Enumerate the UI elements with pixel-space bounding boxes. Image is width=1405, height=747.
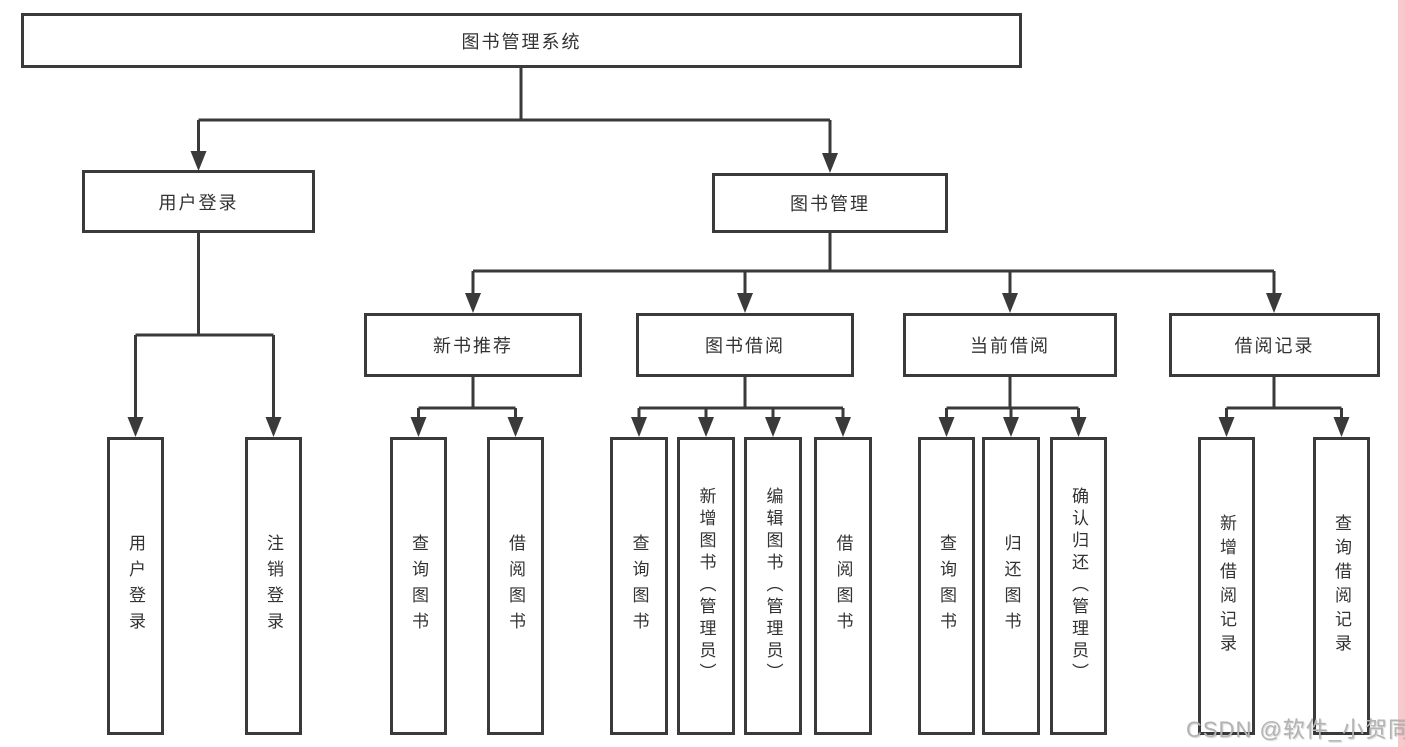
leaf-label: 编辑图书（管理员） <box>763 487 783 685</box>
arrow-down-icon <box>410 417 427 437</box>
arrow-down-icon <box>765 417 781 437</box>
arrow-down-icon <box>822 153 838 173</box>
leaf-label: 归还图书 <box>1001 534 1021 638</box>
leaf-query-book-2: 查询图书 <box>610 437 668 735</box>
arrow-down-icon <box>1002 293 1018 313</box>
leaf-label: 新增图书（管理员） <box>696 487 716 685</box>
arrow-down-icon <box>127 417 144 437</box>
arrow-down-icon <box>1218 417 1235 437</box>
leaf-query-borrow-record: 查询借阅记录 <box>1313 437 1370 735</box>
leaf-label: 查询借阅记录 <box>1332 514 1351 658</box>
arrow-down-icon <box>938 417 955 437</box>
leaf-label: 用户登录 <box>126 534 145 638</box>
arrow-down-icon <box>1070 417 1087 437</box>
csdn-edge-strip <box>1398 0 1405 747</box>
leaf-borrow-book-2: 借阅图书 <box>814 437 872 735</box>
arrow-down-icon <box>507 417 524 437</box>
arrow-down-icon <box>1333 417 1350 437</box>
node-new-book-recommend-label: 新书推荐 <box>433 336 513 356</box>
leaf-label: 新增借阅记录 <box>1217 514 1236 658</box>
node-book-borrow: 图书借阅 <box>636 313 854 377</box>
node-root-label: 图书管理系统 <box>461 31 582 52</box>
arrow-down-icon <box>631 417 647 437</box>
leaf-label: 借阅图书 <box>506 534 525 638</box>
arrow-down-icon <box>465 293 481 313</box>
leaf-add-book-admin: 新增图书（管理员） <box>677 437 735 735</box>
node-book-management-label: 图书管理 <box>790 194 870 214</box>
node-book-management: 图书管理 <box>712 173 948 233</box>
node-book-borrow-label: 图书借阅 <box>705 336 785 356</box>
csdn-watermark: CSDN @软件_小贺同学 <box>1186 717 1405 742</box>
arrow-down-icon <box>1266 293 1282 313</box>
leaf-label: 确认归还（管理员） <box>1069 487 1088 685</box>
node-root: 图书管理系统 <box>21 13 1022 68</box>
arrow-down-icon <box>835 417 851 437</box>
leaf-query-book-3: 查询图书 <box>918 437 975 735</box>
leaf-confirm-return-admin: 确认归还（管理员） <box>1050 437 1107 735</box>
node-new-book-recommend: 新书推荐 <box>364 313 582 377</box>
node-user-login-label: 用户登录 <box>158 192 239 213</box>
leaf-user-login: 用户登录 <box>107 437 164 735</box>
node-borrow-record: 借阅记录 <box>1169 313 1380 377</box>
node-current-borrow: 当前借阅 <box>903 313 1117 377</box>
arrow-down-icon <box>737 293 753 313</box>
node-borrow-record-label: 借阅记录 <box>1234 336 1315 356</box>
arrow-down-icon <box>190 151 207 171</box>
node-user-login: 用户登录 <box>82 170 315 233</box>
leaf-label: 查询图书 <box>629 534 649 638</box>
node-current-borrow-label: 当前借阅 <box>970 336 1050 356</box>
arrow-down-icon <box>1003 417 1019 437</box>
leaf-query-book-1: 查询图书 <box>390 437 447 735</box>
leaf-label: 查询图书 <box>937 534 956 638</box>
arrow-down-icon <box>698 417 714 437</box>
leaf-borrow-book-1: 借阅图书 <box>487 437 544 735</box>
arrow-down-icon <box>265 417 282 437</box>
leaf-edit-book-admin: 编辑图书（管理员） <box>744 437 802 735</box>
leaf-logout: 注销登录 <box>245 437 302 735</box>
leaf-label: 借阅图书 <box>833 534 853 638</box>
leaf-label: 查询图书 <box>409 534 428 638</box>
leaf-label: 注销登录 <box>264 534 283 638</box>
leaf-add-borrow-record: 新增借阅记录 <box>1198 437 1255 735</box>
leaf-return-book: 归还图书 <box>982 437 1040 735</box>
